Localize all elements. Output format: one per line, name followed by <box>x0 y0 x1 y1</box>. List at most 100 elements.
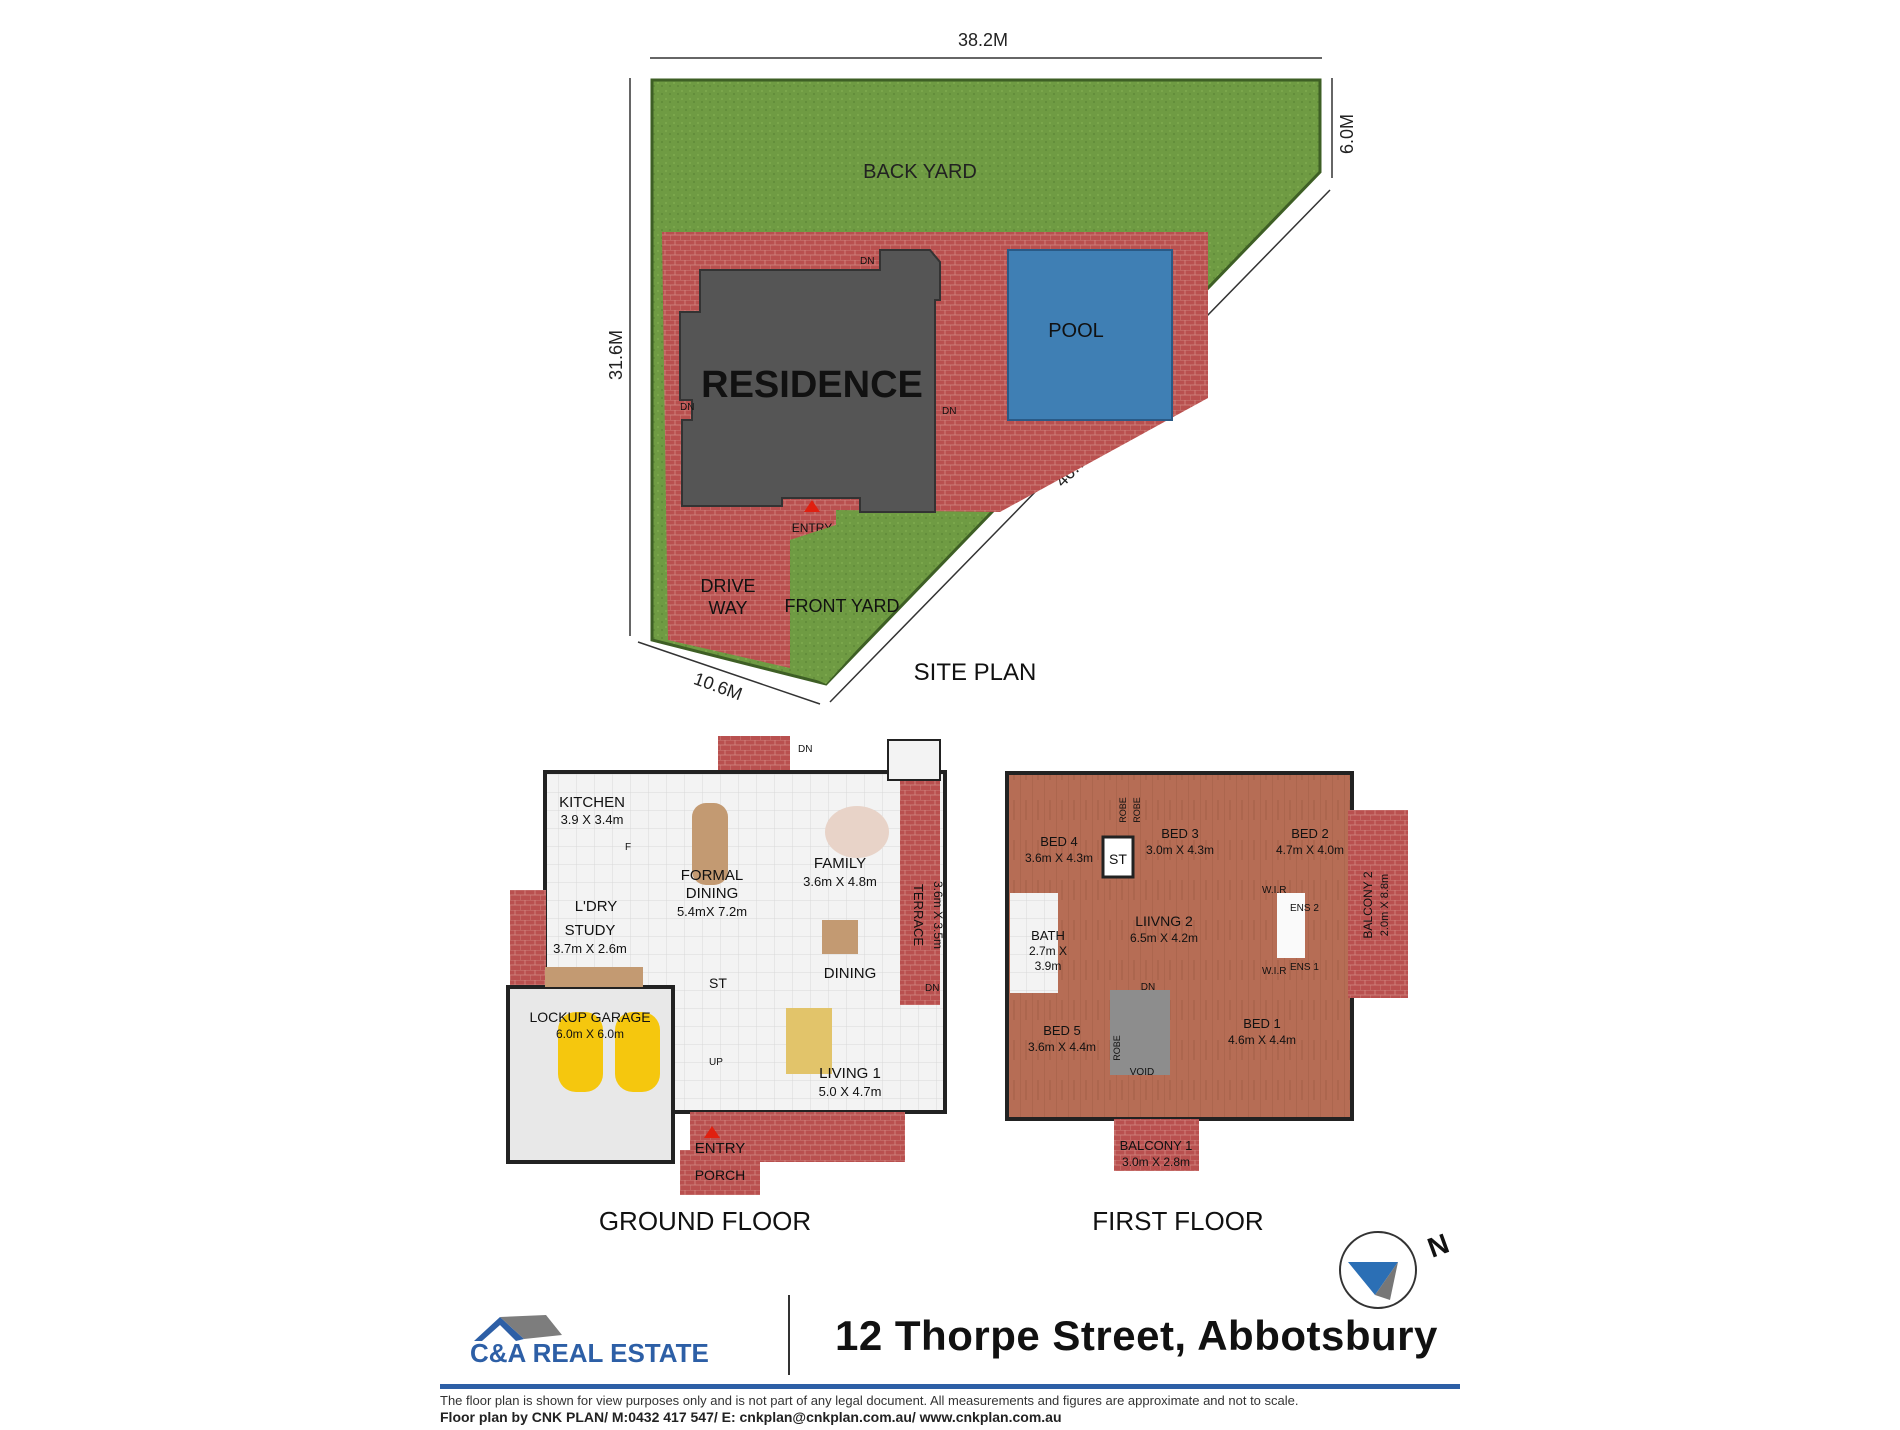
ens-floor <box>1277 893 1305 958</box>
dining-table <box>692 803 728 885</box>
porch-label: PORCH <box>695 1167 746 1183</box>
terrace-label: TERRACE <box>911 884 926 946</box>
study-size: 3.7m X 2.6m <box>553 941 627 956</box>
ground-up-label: UP <box>709 1057 723 1068</box>
balcony2-floor <box>1348 810 1408 998</box>
st-box <box>1101 835 1135 879</box>
back-yard-label: BACK YARD <box>863 161 977 183</box>
dn-label-3: DN <box>942 406 956 417</box>
family-size: 3.6m X 4.8m <box>803 874 877 889</box>
dn-label-2: DN <box>680 402 694 413</box>
family-rug <box>825 806 889 858</box>
balcony1-floor <box>1114 1119 1199 1171</box>
void-floor <box>1110 990 1170 1075</box>
fridge-label: F <box>625 842 631 853</box>
bed5-size: 3.6m X 4.4m <box>1028 1040 1096 1054</box>
void-label: VOID <box>1130 1067 1154 1078</box>
dim-bottom: 10.6M <box>691 668 745 704</box>
porch-floor <box>680 1150 760 1195</box>
bath-size-1: 2.7m X <box>1029 944 1067 958</box>
dining-label: DINING <box>824 965 877 982</box>
bed3-size: 3.0m X 4.3m <box>1146 843 1214 857</box>
ground-dn-label-1: DN <box>798 744 812 755</box>
ground-entry-arrow-icon <box>704 1126 720 1138</box>
entry-arrow-icon <box>804 500 820 512</box>
bed3-label: BED 3 <box>1161 826 1199 841</box>
bed4-size: 3.6m X 4.3m <box>1025 851 1093 865</box>
company-logo: C&A REAL ESTATE <box>470 1315 709 1365</box>
residence-roof <box>679 249 941 513</box>
ground-floor-title: GROUND FLOOR <box>599 1206 811 1236</box>
balcony2-label: BALCONY 2 <box>1361 871 1375 938</box>
site-plan-title: SITE PLAN <box>914 659 1037 686</box>
compass-icon: N <box>1339 1228 1453 1309</box>
footer-divider <box>788 1295 790 1375</box>
balcony1-label: BALCONY 1 <box>1120 1138 1193 1153</box>
dim-left: 31.6M <box>606 330 626 380</box>
terrace-floor <box>900 780 940 1005</box>
formal-dining-label-1: FORMAL <box>681 867 744 884</box>
garage-label: LOCKUP GARAGE <box>529 1009 650 1025</box>
balcony1-size: 3.0m X 2.8m <box>1122 1155 1190 1169</box>
bath-label: BATH <box>1031 928 1065 943</box>
balcony2-size: 2.0m X 8.8m <box>1379 874 1391 936</box>
car-2 <box>615 1012 660 1092</box>
front-yard-lawn <box>790 525 970 684</box>
first-stair-label: ST <box>1109 851 1127 867</box>
bed5-label: BED 5 <box>1043 1023 1081 1038</box>
rear-deck <box>718 736 790 772</box>
bed2-size: 4.7m X 4.0m <box>1276 843 1344 857</box>
drive-way-label-1: DRIVE <box>700 576 755 596</box>
dim-bottom-line <box>637 641 821 705</box>
ground-entry-label: ENTRY <box>695 1140 746 1157</box>
ground-floor: KITCHEN 3.9 X 3.4m FORMAL DINING 5.4mX 7… <box>506 736 947 1236</box>
terrace-size: 3.6m X 3.5m <box>931 881 945 949</box>
kitchen-label: KITCHEN <box>559 794 625 811</box>
first-dn-label: DN <box>1141 982 1155 993</box>
ground-stair-label: ST <box>709 975 727 991</box>
stair-landing <box>887 739 941 781</box>
pool-label: POOL <box>1048 320 1104 342</box>
side-path <box>510 890 546 990</box>
ground-dn-label-2: DN <box>925 983 939 994</box>
bed4-label: BED 4 <box>1040 834 1078 849</box>
study-label: STUDY <box>565 922 616 939</box>
robe-label-2: ROBE <box>1132 797 1142 823</box>
site-plan: 38.2M 31.6M 6.0M 40.7M 10.6M POOL BACK Y… <box>606 30 1357 705</box>
bed1-label: BED 1 <box>1243 1016 1281 1031</box>
drive-way-label-2: WAY <box>709 598 748 618</box>
living2-label: LIIVNG 2 <box>1135 913 1193 929</box>
family-label: FAMILY <box>814 855 866 872</box>
laundry-label: L'DRY <box>575 898 618 915</box>
garage-size: 6.0m X 6.0m <box>556 1027 624 1041</box>
front-yard-label: FRONT YARD <box>784 596 899 616</box>
living1-label: LIVING 1 <box>819 1065 881 1082</box>
bath-floor <box>1010 893 1058 993</box>
living2-size: 6.5m X 4.2m <box>1130 931 1198 945</box>
pool <box>1007 249 1173 421</box>
dim-right: 6.0M <box>1337 114 1357 154</box>
first-floor-title: FIRST FLOOR <box>1092 1206 1263 1236</box>
living1-size: 5.0 X 4.7m <box>819 1084 882 1099</box>
first-floor: BED 4 3.6m X 4.3m BED 3 3.0m X 4.3m BED … <box>1005 771 1408 1236</box>
kitchen-size: 3.9 X 3.4m <box>561 812 624 827</box>
study-desk <box>545 967 643 987</box>
ens1-label: ENS 1 <box>1290 962 1319 973</box>
bed1-size: 4.6m X 4.4m <box>1228 1033 1296 1047</box>
property-address: 12 Thorpe Street, Abbotsbury <box>835 1312 1438 1359</box>
robe-label-1: ROBE <box>1118 797 1128 823</box>
formal-dining-label-2: DINING <box>686 885 739 902</box>
dim-top: 38.2M <box>958 30 1008 50</box>
footer-credits: Floor plan by CNK PLAN/ M:0432 417 547/ … <box>440 1409 1062 1425</box>
bath-size-2: 3.9m <box>1035 959 1062 973</box>
footer-disclaimer: The floor plan is shown for view purpose… <box>440 1393 1299 1408</box>
car-1 <box>558 1012 603 1092</box>
footer-rule <box>440 1384 1460 1389</box>
compass-north-label: N <box>1423 1228 1453 1264</box>
kitchen-bench <box>822 920 858 954</box>
wir-label-1: W.I.R <box>1262 885 1286 896</box>
wir-label-2: W.I.R <box>1262 966 1286 977</box>
robe-label-3: ROBE <box>1112 1035 1122 1061</box>
residence-label: RESIDENCE <box>701 364 923 406</box>
